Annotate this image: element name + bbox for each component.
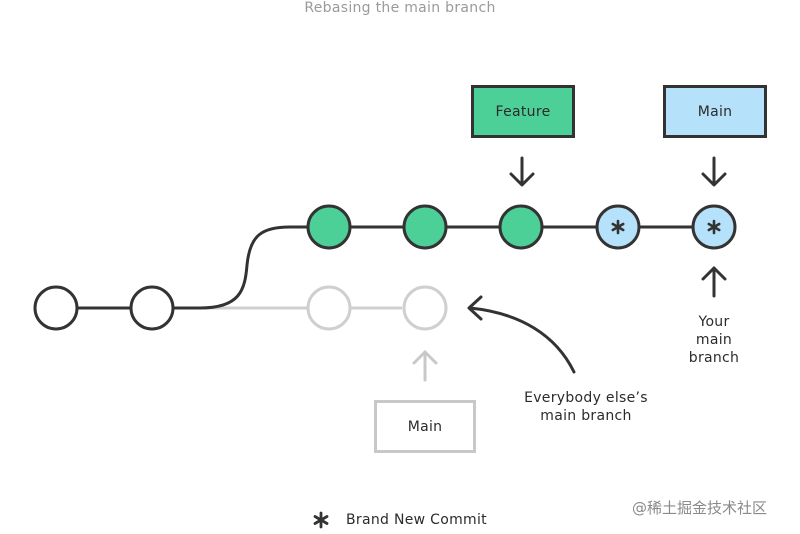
- arrow-up-icon: [701, 266, 727, 298]
- feature-branch-text: Feature: [495, 103, 551, 120]
- arrow-down-icon: [701, 156, 727, 187]
- base-commit: [129, 285, 175, 331]
- main-branch-text: Main: [697, 103, 733, 120]
- annotation-line: branch: [688, 350, 740, 366]
- old-main-branch-text: Main: [407, 418, 443, 435]
- annotation-line: Everybody else’s: [524, 390, 648, 406]
- curved-arrow-icon: [467, 295, 576, 374]
- asterisk-icon: [611, 219, 625, 235]
- feature-branch-label: Feature: [471, 85, 575, 138]
- asterisk-icon: [707, 219, 721, 235]
- old-main-commit: [402, 285, 448, 331]
- annotation-line: Your: [698, 314, 730, 330]
- legend-asterisk-icon: [313, 511, 329, 529]
- feature-commit: [306, 204, 352, 250]
- diagram-title: Rebasing the main branch: [304, 0, 496, 16]
- feature-commit: [498, 204, 544, 250]
- feature-commit: [402, 204, 448, 250]
- base-commit: [33, 285, 79, 331]
- your-main-branch-annotation: Your main branch: [664, 313, 764, 367]
- arrow-up-icon: [412, 350, 438, 382]
- main-branch-label: Main: [663, 85, 767, 138]
- annotation-line: main branch: [540, 408, 632, 424]
- arrow-down-icon: [509, 156, 535, 187]
- watermark: @稀土掘金技术社区: [632, 499, 768, 517]
- old-main-commit: [306, 285, 352, 331]
- legend-label: Brand New Commit: [346, 512, 487, 528]
- rebase-curve: [173, 225, 308, 310]
- everybody-else-annotation: Everybody else’s main branch: [506, 389, 666, 425]
- annotation-line: main: [695, 332, 733, 348]
- old-main-branch-label: Main: [374, 400, 476, 453]
